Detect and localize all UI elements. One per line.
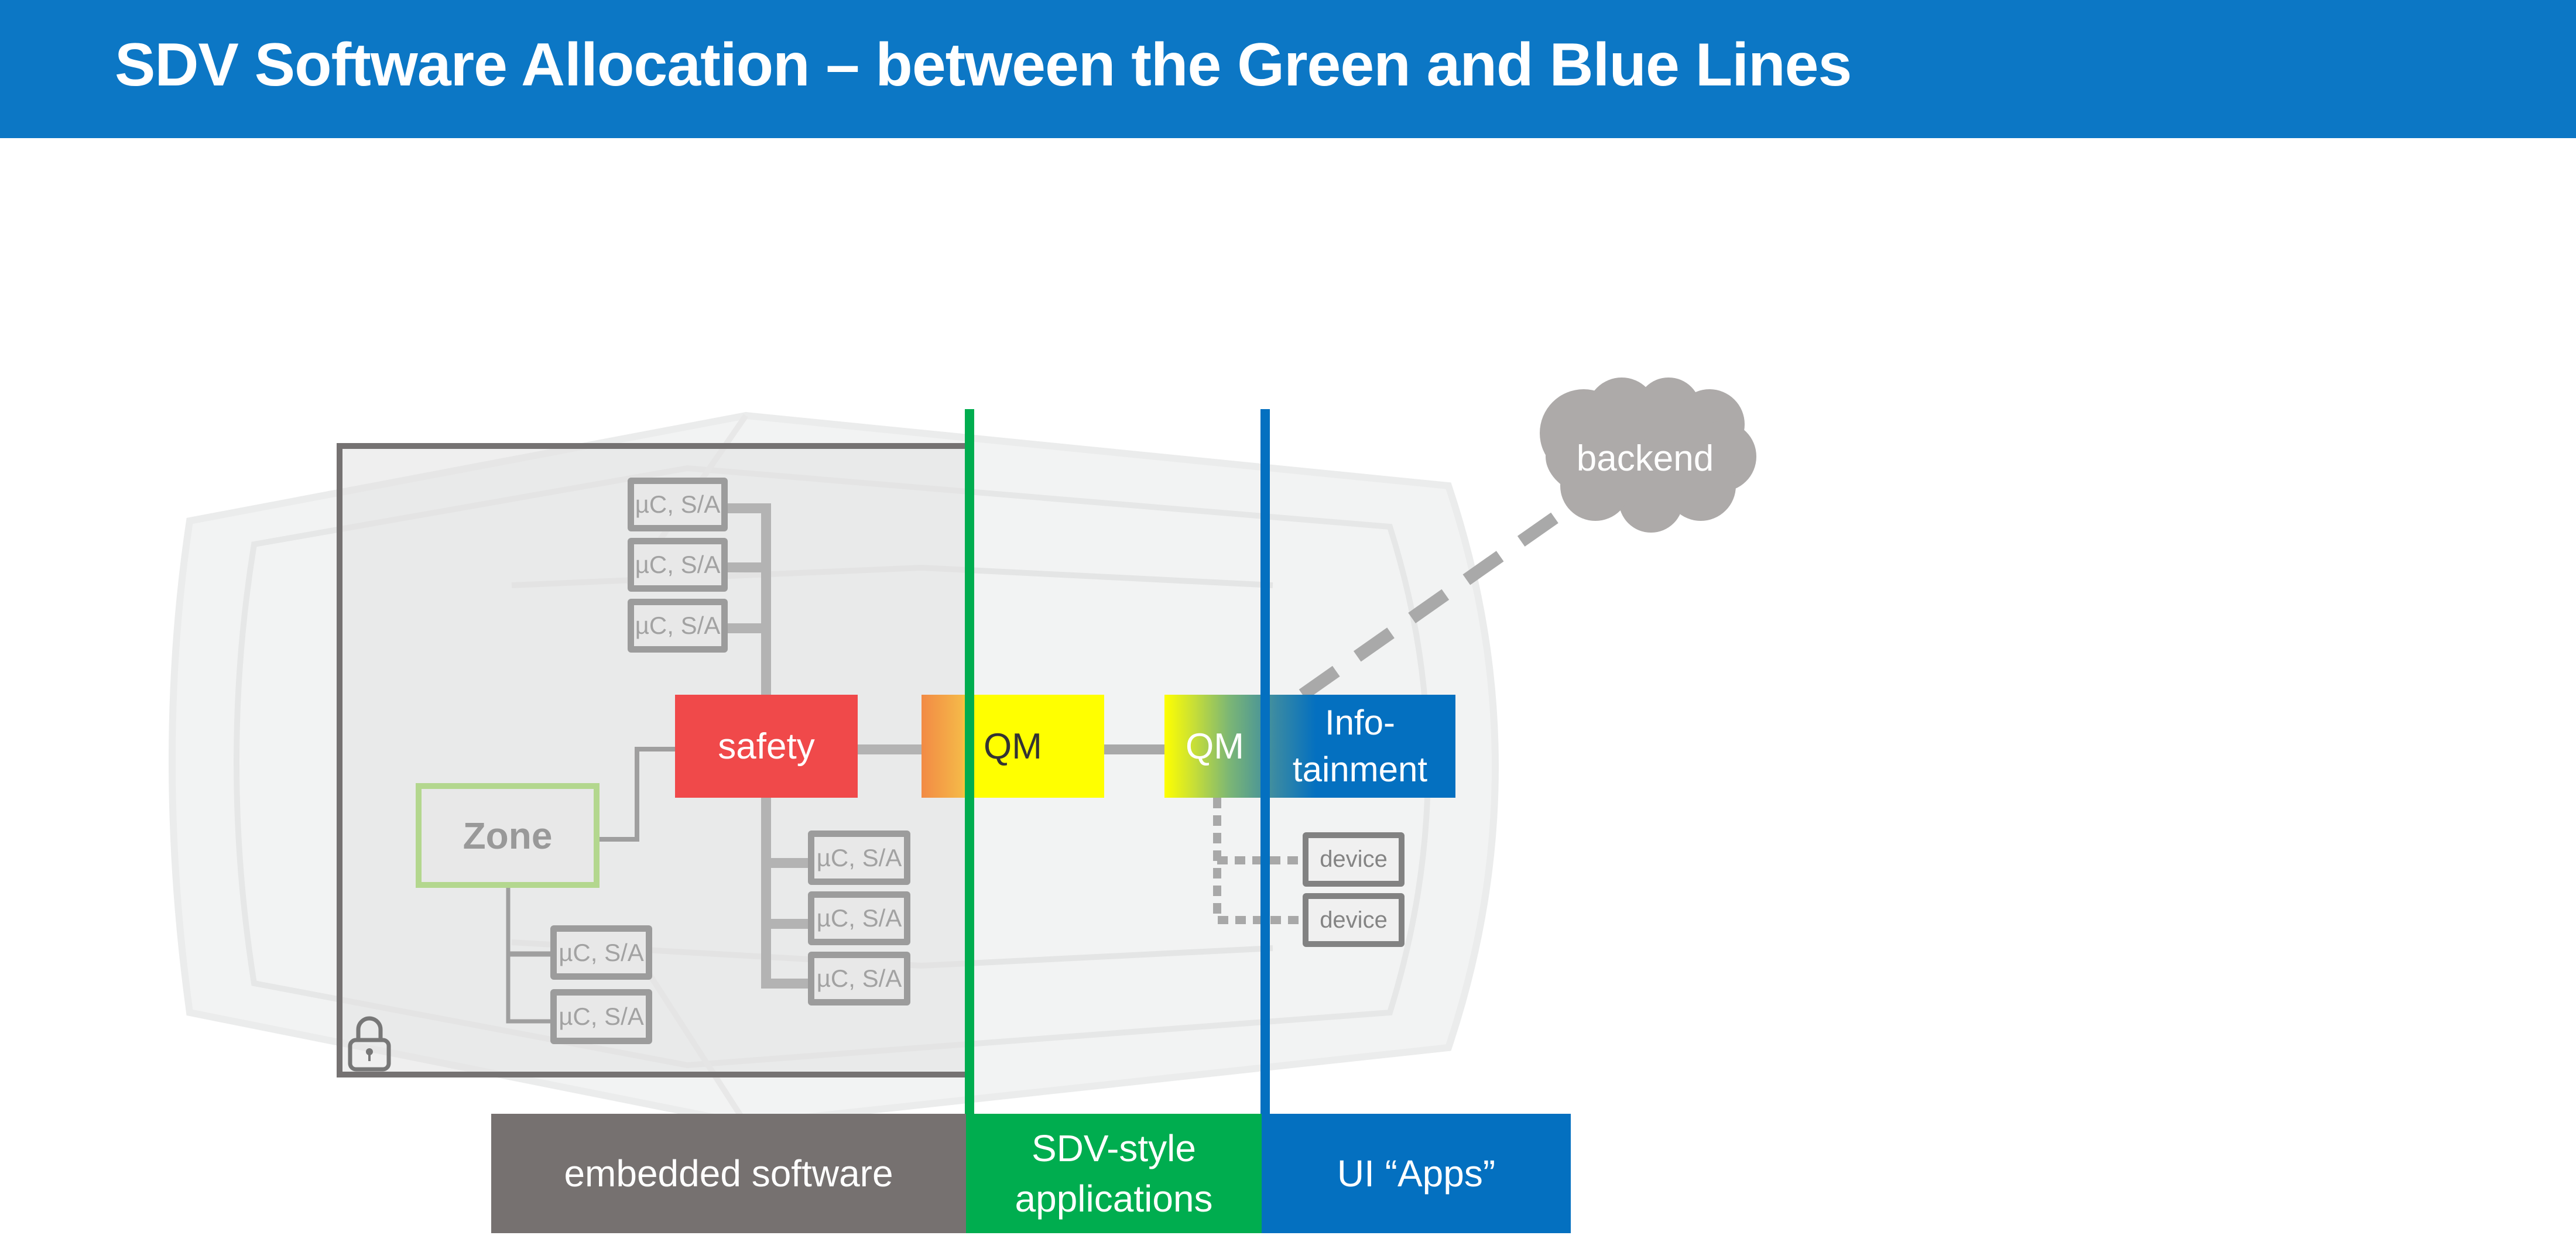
title-bar: SDV Software Allocation – between the Gr… (0, 0, 2576, 138)
embedded-software-label: embedded software (491, 1114, 966, 1233)
bus-stub (728, 503, 766, 513)
bus-stub (761, 858, 809, 868)
infotainment-line2: tainment (1292, 750, 1428, 789)
sdv-style-applications-label: SDV-style applications (966, 1114, 1262, 1233)
zone-uc-link (506, 888, 550, 1024)
uc-sa-box: µC, S/A (808, 952, 910, 1006)
ui-apps-label: UI “Apps” (1262, 1114, 1571, 1233)
blue-boundary-line (1260, 409, 1270, 1233)
qm-qm-link (1104, 744, 1165, 754)
uc-sa-box: µC, S/A (628, 599, 728, 653)
lock-icon (348, 1016, 391, 1072)
device-box: device (1303, 832, 1405, 887)
uc-sa-box: µC, S/A (550, 989, 652, 1044)
infotainment-line1: Info- (1324, 703, 1396, 742)
qm-infotainment-box (1164, 695, 1455, 798)
backend-label: backend (1576, 438, 1714, 479)
uc-sa-box: µC, S/A (628, 538, 728, 592)
bus-stub (761, 979, 809, 989)
sdv-line1: SDV-style (1032, 1127, 1196, 1169)
safety-qm-link (858, 744, 922, 754)
infotainment-label: Info- tainment (1265, 695, 1455, 798)
device-link (1213, 798, 1303, 924)
qm-box-left: QM (922, 695, 1104, 798)
uc-sa-box: µC, S/A (808, 831, 910, 885)
safety-box: safety (675, 695, 858, 798)
device-box: device (1303, 893, 1405, 947)
zone-safety-link (600, 747, 675, 842)
backend-link (1299, 508, 1564, 701)
bus-stub (728, 623, 766, 633)
bus-bottom (761, 798, 771, 985)
bus-stub (728, 562, 766, 572)
green-boundary-line (965, 409, 974, 1233)
backend-cloud-icon (1540, 378, 1756, 533)
zone-box: Zone (416, 783, 600, 888)
qm-box-right-label: QM (1186, 726, 1244, 767)
uc-sa-box: µC, S/A (628, 478, 728, 531)
bus-stub (761, 919, 809, 929)
uc-sa-box: µC, S/A (550, 925, 652, 980)
page-title: SDV Software Allocation – between the Gr… (115, 31, 1852, 99)
bus-top (761, 503, 771, 696)
uc-sa-box: µC, S/A (808, 891, 910, 945)
sdv-line2: applications (1015, 1178, 1213, 1220)
